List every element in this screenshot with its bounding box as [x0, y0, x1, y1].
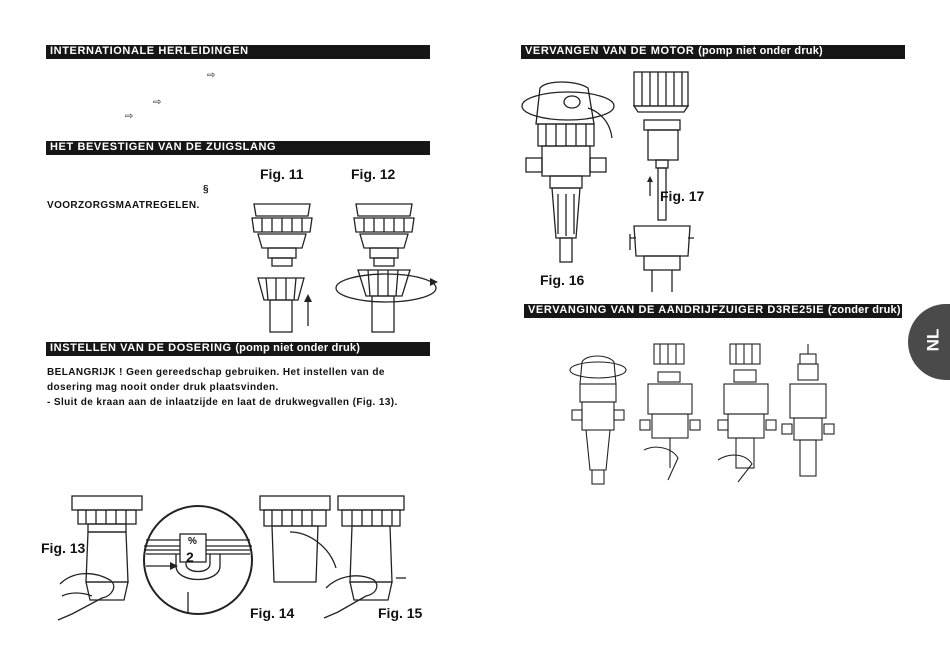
section-title-suction-hose: HET BEVESTIGEN VAN DE ZUIGSLANG	[46, 141, 430, 155]
language-tab-label: NL	[923, 328, 943, 352]
arrow-right-icon: ⇨	[207, 70, 216, 81]
dosing-warning-line-2: dosering mag nooit onder druk plaatsvind…	[47, 382, 279, 393]
fig-11-label: Fig. 11	[260, 166, 304, 182]
language-tab: NL	[908, 304, 950, 380]
fig-17-illustration	[629, 71, 694, 292]
section-title-piston-text: VERVANGING VAN DE AANDRIJFZUIGER D3RE25I…	[528, 304, 825, 316]
dosing-warning-line-1: BELANGRIJK ! Geen gereedschap gebruiken.…	[47, 367, 385, 378]
piston-replacement-illustration	[569, 343, 835, 485]
section-title-dosing-sub: (pomp niet onder druk)	[235, 342, 361, 354]
dosing-scale-value: 2	[186, 549, 194, 565]
section-title-dosing: INSTELLEN VAN DE DOSERING (pomp niet ond…	[46, 342, 430, 356]
fig-15-label: Fig. 15	[378, 605, 423, 621]
fig-14-illustration	[143, 495, 337, 615]
fig-16-illustration	[521, 81, 615, 263]
section-title-motor-sub: (pomp niet onder druk)	[698, 45, 823, 57]
arrow-right-icon: ⇨	[153, 97, 162, 108]
dosing-instruction-line: - Sluit de kraan aan de inlaatzijde en l…	[47, 397, 398, 408]
section-title-conversions-text: INTERNATIONALE HERLEIDINGEN	[50, 45, 249, 57]
arrow-right-icon: ⇨	[125, 111, 134, 122]
section-title-piston-sub: (zonder druk)	[827, 304, 901, 316]
fig-15-illustration	[323, 495, 406, 619]
section-title-motor: VERVANGEN VAN DE MOTOR (pomp niet onder …	[521, 45, 905, 59]
section-symbol: §	[203, 184, 209, 195]
dosing-scale-unit: %	[188, 536, 197, 547]
fig-11-illustration	[251, 203, 313, 333]
section-title-suction-hose-text: HET BEVESTIGEN VAN DE ZUIGSLANG	[50, 141, 277, 153]
fig-17-label: Fig. 17	[660, 188, 705, 204]
fig-13-illustration	[57, 495, 143, 621]
fig-12-illustration	[335, 203, 438, 333]
section-title-conversions: INTERNATIONALE HERLEIDINGEN	[46, 45, 430, 59]
section-title-dosing-text: INSTELLEN VAN DE DOSERING	[50, 342, 232, 354]
fig-14-label: Fig. 14	[250, 605, 295, 621]
fig-13-label: Fig. 13	[41, 540, 86, 556]
fig-12-label: Fig. 12	[351, 166, 396, 182]
fig-16-label: Fig. 16	[540, 272, 585, 288]
section-title-piston: VERVANGING VAN DE AANDRIJFZUIGER D3RE25I…	[524, 304, 902, 318]
precautions-text: VOORZORGSMAATREGELEN.	[47, 200, 200, 211]
section-title-motor-text: VERVANGEN VAN DE MOTOR	[525, 45, 695, 57]
